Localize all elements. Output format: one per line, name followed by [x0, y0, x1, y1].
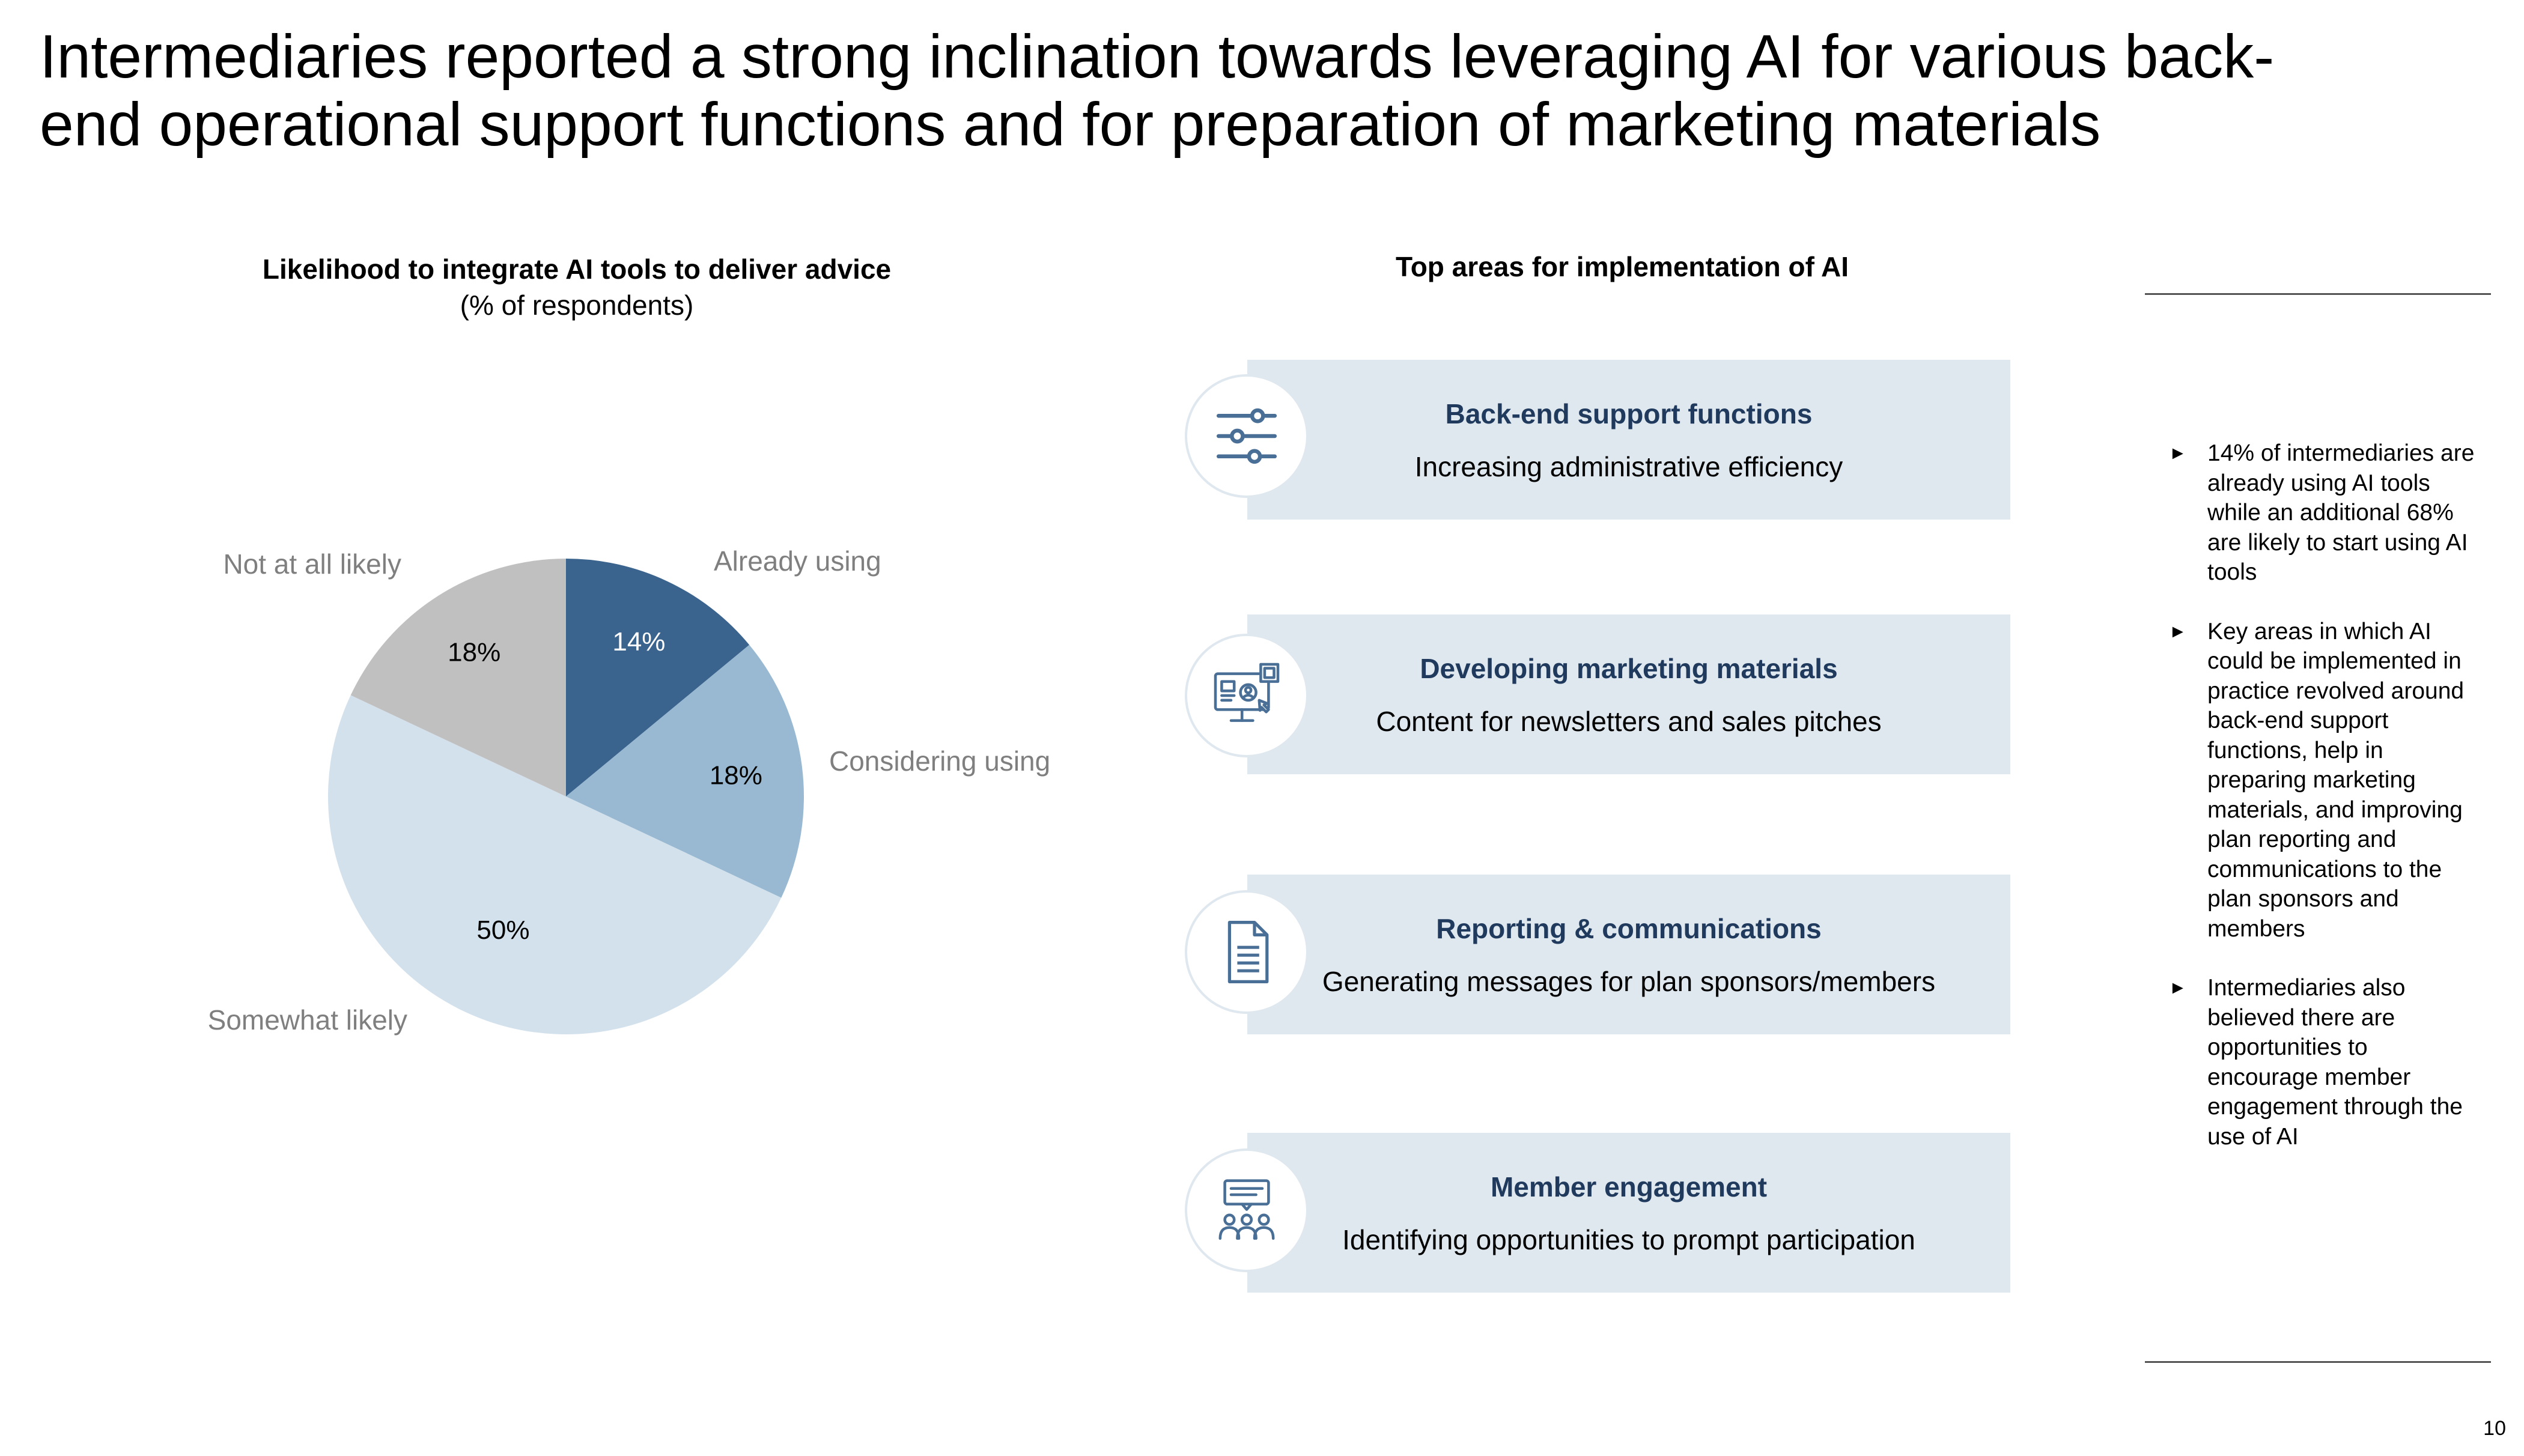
sidebar-bullet: ►Key areas in which AI could be implemen…	[2169, 617, 2481, 944]
area-card-title: Developing marketing materials	[1420, 653, 1838, 684]
pie-value-label: 50%	[476, 915, 529, 945]
area-card-member-engagement: Member engagement Identifying opportunit…	[1247, 1133, 2010, 1293]
monitor-design-icon	[1185, 634, 1309, 757]
document-icon	[1185, 890, 1309, 1014]
area-card-text: Identifying opportunities to prompt part…	[1342, 1224, 1915, 1255]
area-card-text: Increasing administrative efficiency	[1414, 451, 1843, 482]
pie-slice-somewhat-likely	[327, 695, 782, 1035]
pie-chart: 14% Already using 18% Considering using 50% S…	[208, 545, 1051, 1036]
bullet-arrow-icon: ►	[2169, 443, 2187, 463]
slide-title-line-2: end operational support functions and fo…	[40, 90, 2101, 159]
pie-slice-not-at-all-likely	[350, 559, 566, 796]
area-card-title: Member engagement	[1490, 1171, 1768, 1203]
area-card-text: Content for newsletters and sales pitche…	[1376, 706, 1882, 737]
pie-value-label: 18%	[448, 637, 500, 667]
area-card-title: Back-end support functions	[1445, 398, 1813, 429]
page-number: 10	[2483, 1417, 2506, 1440]
sidebar-bullet: ►14% of intermediaries are already using…	[2169, 438, 2481, 587]
sidebar-rule-bottom	[2145, 1361, 2491, 1363]
pie-value-label: 14%	[612, 627, 665, 657]
sliders-icon	[1185, 374, 1309, 498]
sidebar-bullets: ►14% of intermediaries are already using…	[2169, 438, 2481, 1181]
area-card-back-end: Back-end support functions Increasing ad…	[1247, 360, 2010, 520]
area-card-reporting: Reporting & communications Generating me…	[1247, 875, 2010, 1034]
bullet-arrow-icon: ►	[2169, 978, 2187, 998]
area-card-marketing: Developing marketing materials Content f…	[1247, 614, 2010, 774]
bullet-arrow-icon: ►	[2169, 621, 2187, 642]
pie-value-label: 18%	[710, 760, 762, 790]
pie-chart-title: Likelihood to integrate AI tools to deli…	[262, 253, 892, 285]
pie-slice-considering-using	[566, 645, 804, 898]
sidebar-rule-top	[2145, 293, 2491, 295]
pie-category-label: Somewhat likely	[208, 1004, 407, 1036]
area-card-text: Generating messages for plan sponsors/me…	[1322, 966, 1936, 997]
audience-presentation-icon	[1185, 1148, 1309, 1272]
pie-category-label: Considering using	[829, 745, 1050, 777]
sidebar-bullet: ►Intermediaries also believed there are …	[2169, 973, 2481, 1151]
pie-slice-already-using	[566, 559, 750, 796]
pie-chart-subtitle: (% of respondents)	[460, 290, 694, 321]
pie-category-label: Already using	[714, 545, 881, 577]
slide-title-line-1: Intermediaries reported a strong inclina…	[40, 22, 2275, 91]
pie-category-label: Not at all likely	[223, 548, 401, 580]
area-card-title: Reporting & communications	[1436, 913, 1822, 944]
slide-title: Intermediaries reported a strong inclina…	[40, 23, 2347, 159]
areas-title: Top areas for implementation of AI	[1396, 251, 1849, 282]
